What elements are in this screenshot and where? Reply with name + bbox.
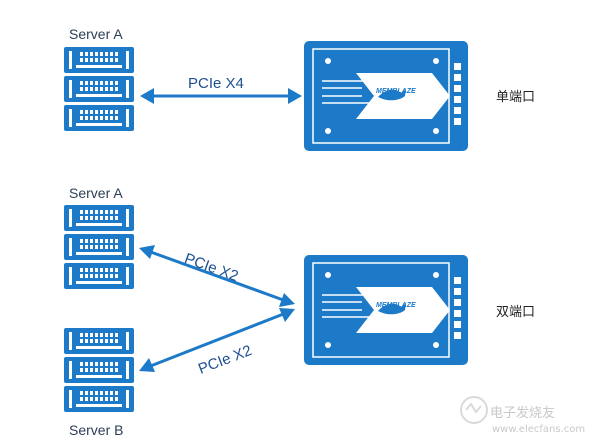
bottom-pcie-x2-arrow-a (139, 245, 295, 307)
top-server-a-stack (64, 47, 134, 131)
watermark-text: 电子发烧友 (490, 406, 556, 421)
watermark-url: www.elecfans.com (492, 424, 586, 435)
bottom-card-logo-text: MEMBLAZE (376, 302, 416, 309)
top-server-a-label: Server A (69, 26, 123, 42)
top-port-label: 单端口 (496, 90, 536, 105)
bottom-server-a-stack (64, 205, 134, 289)
top-link-label: PCIe X4 (188, 75, 244, 92)
watermark-logo-icon (460, 396, 488, 424)
bottom-ssd-card (304, 255, 468, 365)
top-card-logo-text: MEMBLAZE (376, 88, 416, 95)
bottom-port-label: 双端口 (496, 305, 536, 320)
bottom-server-a-label: Server A (69, 185, 123, 201)
bottom-server-b-stack (64, 328, 134, 412)
top-ssd-card (304, 41, 468, 151)
bottom-server-b-label: Server B (69, 422, 124, 438)
top-pcie-x4-arrow (140, 88, 302, 104)
bottom-pcie-x2-arrow-b (139, 308, 295, 372)
